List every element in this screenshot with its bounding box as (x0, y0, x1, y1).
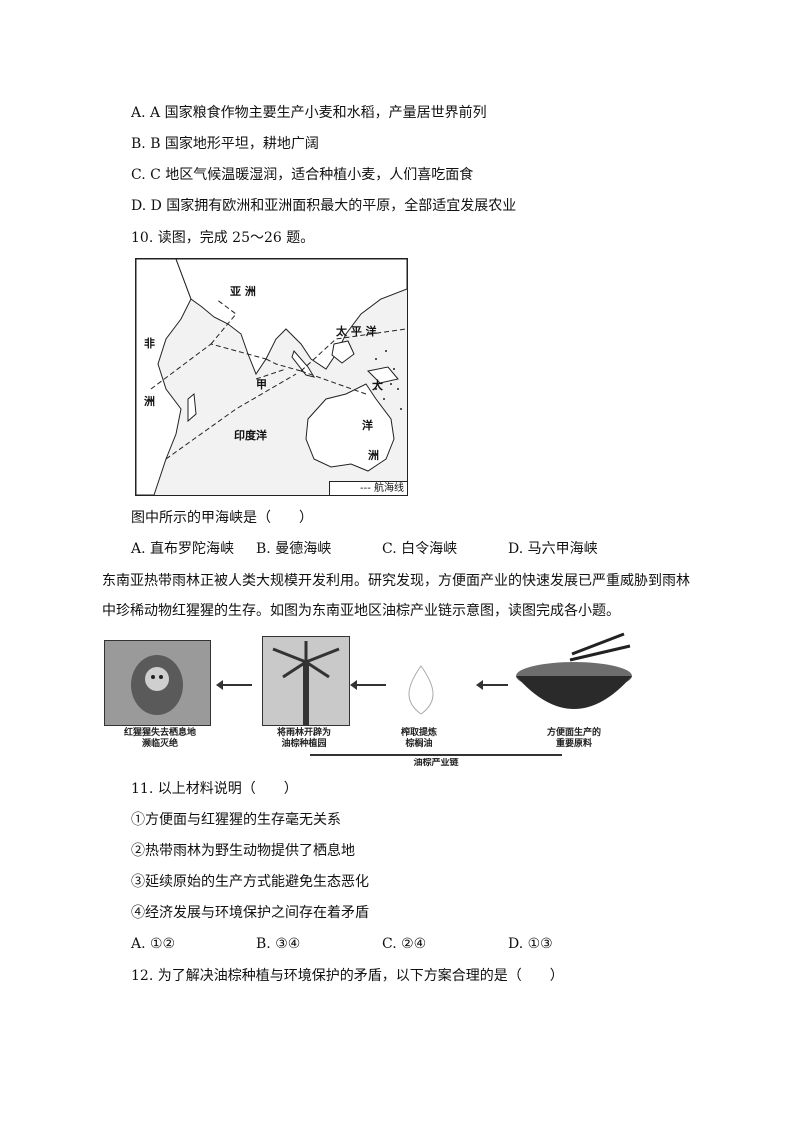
label-yang: 洋 (362, 419, 373, 432)
asia-landmass (175, 259, 407, 376)
palm-oil-chain-diagram: 红猩猩失去栖息地 濒临灭绝 将雨林开辟为 油棕种植园 榨取提炼 棕榈油 方便面生… (104, 632, 636, 767)
label-indian-ocean: 印度洋 (234, 429, 267, 442)
label-da: 大 (372, 379, 383, 392)
arrow-to-plantation (350, 680, 386, 690)
q12-stem: 12. 为了解决油棕种植与环境保护的矛盾，以下方案合理的是（ ） (131, 968, 564, 984)
caption-noodle: 方便面生产的 重要原料 (546, 728, 601, 749)
q11-option-c: C. ②④ (382, 936, 427, 952)
q10-question: 图中所示的甲海峡是（ ） (131, 510, 313, 526)
passage-line-1: 东南亚热带雨林正被人类大规模开发利用。研究发现，方便面产业的快速发展已严重威胁到… (102, 573, 690, 589)
q11-statement-3: ③延续原始的生产方式能避免生态恶化 (131, 874, 369, 890)
chain-bracket (310, 754, 562, 756)
q9-option-a: A. A 国家粮食作物主要生产小麦和水稻，产量居世界前列 (131, 105, 487, 121)
label-jia: 甲 (256, 378, 267, 391)
q11-stem: 11. 以上材料说明（ ） (131, 781, 298, 797)
q10-option-c: C. 白令海峡 (382, 541, 458, 557)
madagascar (187, 393, 197, 423)
q11-statement-1: ①方便面与红猩猩的生存毫无关系 (131, 812, 341, 828)
q11-statement-4: ④经济发展与环境保护之间存在着矛盾 (131, 905, 369, 921)
caption-orangutan: 红猩猩失去栖息地 濒临灭绝 (123, 728, 196, 749)
orangutan-image (104, 640, 211, 726)
arrow-to-palm-oil (476, 680, 508, 690)
q9-option-d: D. D 国家拥有欧洲和亚洲面积最大的平原，全部适宜发展农业 (131, 198, 517, 214)
passage-line-2: 中珍稀动物红猩猩的生存。如图为东南亚地区油棕产业链示意图，读图完成各小题。 (102, 603, 620, 619)
label-pacific: 太 平 洋 (336, 325, 377, 338)
sea-routes (150, 298, 407, 460)
q9-option-c: C. C 地区气候温暖湿润，适合种植小麦，人们喜吃面食 (131, 167, 474, 183)
borneo (331, 340, 355, 364)
plantation-image (262, 636, 350, 726)
map-drawing (136, 259, 407, 495)
orangutan-drawing (131, 655, 183, 715)
pacific-dots (375, 350, 402, 410)
q11-statement-2: ②热带雨林为野生动物提供了栖息地 (131, 843, 355, 859)
q10-option-d: D. 马六甲海峡 (508, 541, 598, 557)
noodle-bowl-drawing (516, 632, 632, 709)
label-africa-1: 非 (144, 337, 155, 350)
q10-stem: 10. 读图，完成 25～26 题。 (131, 230, 315, 246)
q11-option-b: B. ③④ (256, 936, 301, 952)
q10-option-a: A. 直布罗陀海峡 (131, 541, 235, 557)
label-zhou: 洲 (368, 449, 379, 462)
palm-tree-drawing (272, 641, 340, 725)
palm-oil-image (396, 662, 446, 718)
new-guinea (366, 366, 399, 384)
q9-option-b: B. B 国家地形平坦，耕地广阔 (131, 136, 319, 152)
label-asia: 亚 洲 (230, 285, 256, 298)
chain-label: 油棕产业链 (413, 758, 459, 767)
q11-option-a: A. ①② (131, 936, 176, 952)
label-africa-2: 洲 (144, 395, 155, 408)
q11-option-d: D. ①③ (508, 936, 553, 952)
caption-plantation: 将雨林开辟为 油棕种植园 (276, 728, 331, 749)
africa-landmass (136, 259, 192, 495)
sumatra (291, 350, 316, 378)
indian-ocean-map: 亚 洲 非 洲 太 平 洋 甲 大 洋 洲 印度洋 --- 航海线 (135, 258, 408, 496)
noodle-bowl-image (512, 632, 636, 724)
oil-drop-drawing (408, 665, 434, 715)
q10-option-b: B. 曼德海峡 (256, 541, 332, 557)
arrow-to-orangutan (216, 680, 252, 690)
map-legend: --- 航海线 (329, 481, 407, 495)
caption-palm-oil: 榨取提炼 棕榈油 (400, 728, 437, 749)
australia-landmass (305, 383, 395, 472)
